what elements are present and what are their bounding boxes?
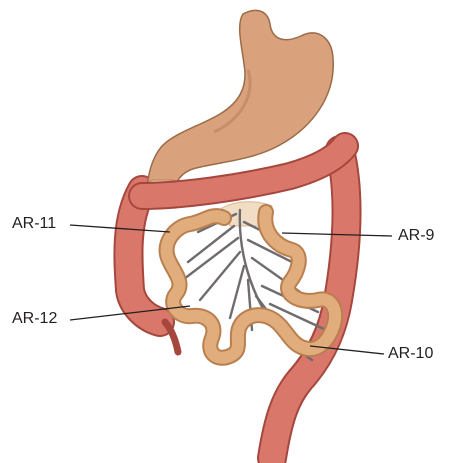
label-ar-11: AR-11 xyxy=(12,216,56,232)
label-ar-9: AR-9 xyxy=(398,228,434,244)
mesenteric-vessels xyxy=(180,210,326,360)
appendix xyxy=(165,322,178,352)
label-ar-10: AR-10 xyxy=(388,346,433,362)
label-ar-12: AR-12 xyxy=(12,311,57,327)
